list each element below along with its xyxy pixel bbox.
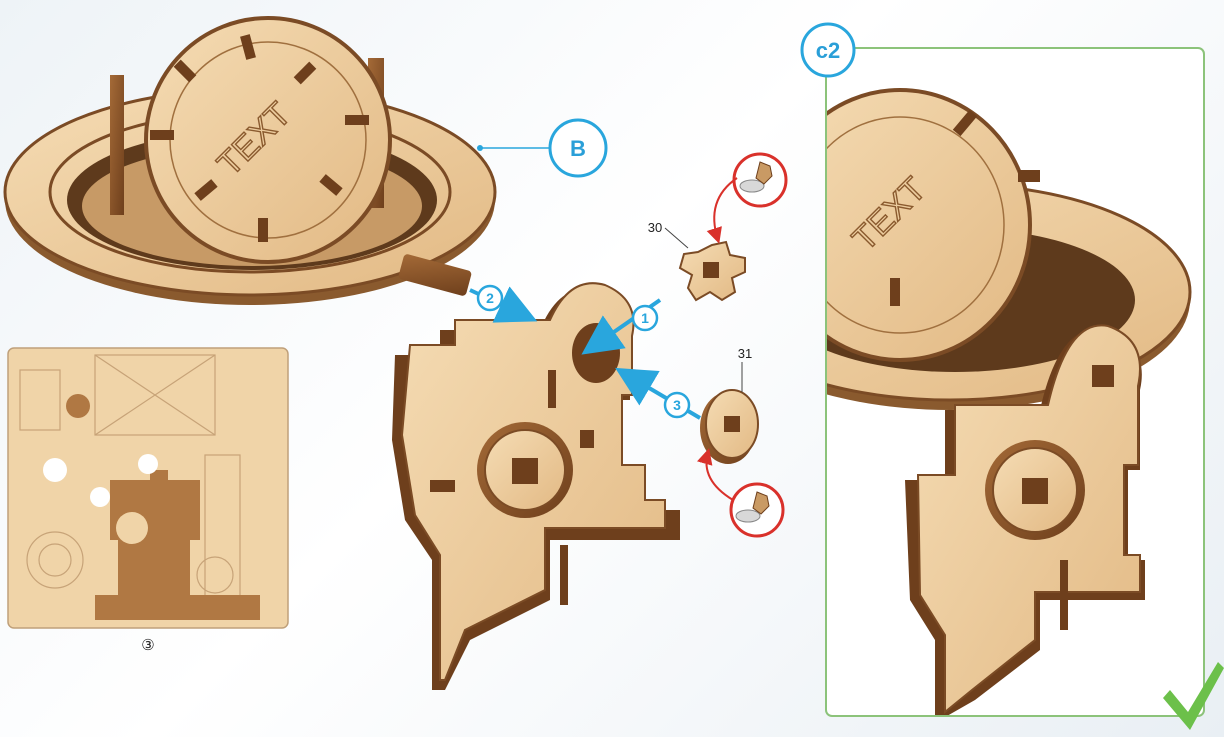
part-31: 31 [700, 346, 758, 464]
glue-badge-top [714, 154, 786, 240]
part-30: 30 [648, 220, 745, 300]
result-panel-label: c2 [816, 38, 840, 63]
step-badge-3: 3 [665, 393, 689, 417]
sheet-label: ③ [141, 637, 154, 654]
stand-part [392, 283, 680, 690]
glue-badge-bottom [706, 452, 783, 536]
callout-b-label: B [570, 136, 586, 161]
step-badge-2: 2 [478, 286, 502, 310]
result-panel-badge: c2 [802, 24, 854, 76]
step-3-label: 3 [673, 397, 681, 413]
step-1-label: 1 [641, 310, 649, 326]
assembly-b: TEXT B [5, 18, 606, 305]
part-31-label: 31 [738, 346, 752, 361]
parts-sheet: ③ [8, 348, 288, 654]
step-badge-1: 1 [633, 306, 657, 330]
step-2-label: 2 [486, 290, 494, 306]
result-panel: TEXT [710, 48, 1204, 720]
part-30-label: 30 [648, 220, 662, 235]
